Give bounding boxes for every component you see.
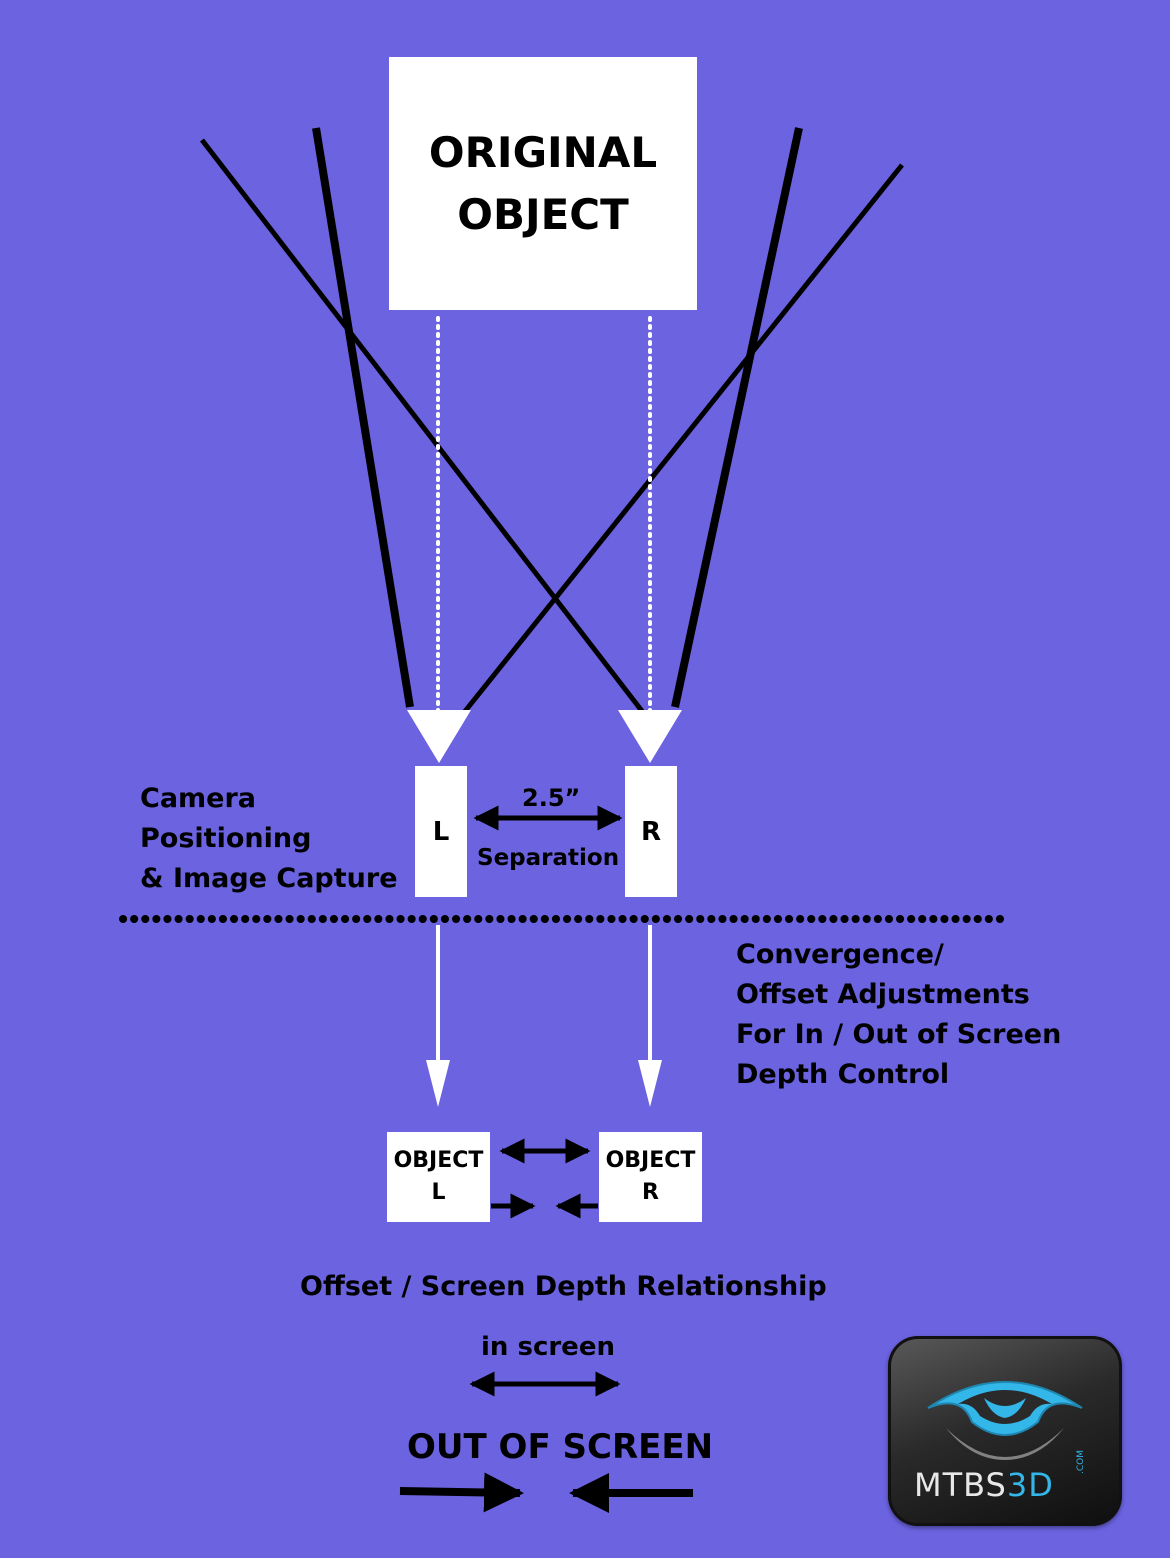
in-screen-label: in screen bbox=[481, 1332, 615, 1362]
right-outer-ray bbox=[671, 127, 803, 708]
logo-brand-accent: 3D bbox=[1006, 1466, 1054, 1504]
right-camera-box: R bbox=[625, 766, 677, 897]
original-object-line1: ORIGINAL bbox=[428, 127, 658, 177]
cross-ray-a bbox=[200, 138, 647, 717]
right-camera-arrowhead bbox=[618, 710, 682, 763]
camera-label-line: Camera bbox=[140, 783, 257, 814]
camera-label-line: Positioning bbox=[140, 823, 312, 854]
convergence-label-line: Depth Control bbox=[736, 1059, 950, 1090]
logo-suffix: .COM bbox=[1076, 1450, 1086, 1474]
right-down-arrowhead bbox=[638, 1060, 662, 1107]
camera-positioning-label: Camera Positioning & Image Capture bbox=[140, 779, 398, 899]
object-left-line1: OBJECT bbox=[393, 1148, 484, 1174]
offset-depth-title: Offset / Screen Depth Relationship bbox=[300, 1271, 827, 1302]
camera-label-line: & Image Capture bbox=[140, 863, 398, 894]
left-outer-ray bbox=[312, 127, 414, 708]
convergence-label-line: Convergence/ bbox=[736, 939, 944, 970]
left-camera-label: L bbox=[432, 816, 450, 847]
logo-brand-main: MTBS bbox=[914, 1466, 1007, 1504]
left-down-arrowhead bbox=[426, 1060, 450, 1107]
cross-ray-b bbox=[460, 163, 904, 717]
left-camera-box: L bbox=[415, 766, 467, 897]
right-camera-label: R bbox=[640, 816, 662, 847]
convergence-label-line: Offset Adjustments bbox=[736, 979, 1030, 1010]
out-of-screen-label: OUT OF SCREEN bbox=[407, 1427, 714, 1467]
convergence-label: Convergence/ Offset Adjustments For In /… bbox=[736, 935, 1061, 1095]
separation-value: 2.5” bbox=[522, 784, 581, 812]
object-left-box: OBJECT L bbox=[387, 1132, 490, 1222]
original-object-line2: OBJECT bbox=[457, 189, 629, 239]
logo-wordmark: MTBS3D bbox=[914, 1466, 1054, 1504]
mtbs3d-logo: MTBS3D .COM bbox=[888, 1336, 1122, 1526]
left-camera-arrowhead bbox=[407, 710, 471, 763]
object-right-box: OBJECT R bbox=[599, 1132, 702, 1222]
convergence-label-line: For In / Out of Screen bbox=[736, 1019, 1062, 1050]
original-object-box: ORIGINAL OBJECT bbox=[389, 57, 697, 310]
object-left-line2: L bbox=[431, 1180, 446, 1205]
out-screen-left-arrow bbox=[399, 1472, 524, 1513]
object-right-line1: OBJECT bbox=[605, 1148, 696, 1174]
separation-label: Separation bbox=[477, 845, 620, 871]
eye-logo-icon bbox=[927, 1381, 1083, 1460]
object-right-line2: R bbox=[642, 1180, 659, 1205]
